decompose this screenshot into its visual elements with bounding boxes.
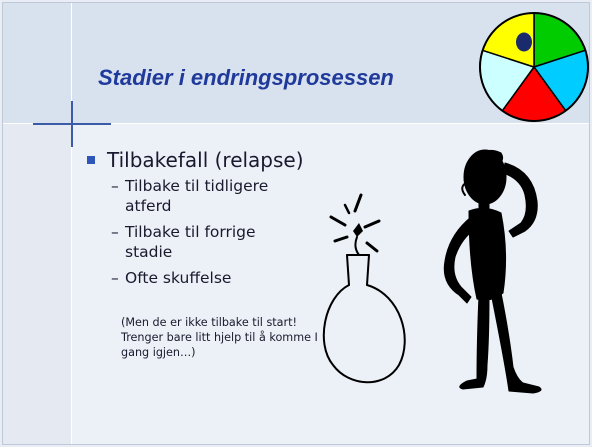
- dash-icon: –: [111, 269, 119, 287]
- note-text: (Men de er ikke tilbake til start! Treng…: [121, 316, 318, 359]
- horizontal-rule: [3, 123, 589, 124]
- cross-accent-vertical: [71, 101, 73, 147]
- sub-item: – Tilbake til forrige stadie: [111, 222, 317, 262]
- sub-item-text: Ofte skuffelse: [125, 269, 232, 287]
- bullet-square-icon: [87, 156, 95, 164]
- bullet-item: Tilbakefall (relapse): [87, 148, 317, 172]
- sub-item-text: Tilbake til forrige stadie: [125, 223, 256, 261]
- bullet-text: Tilbakefall (relapse): [107, 148, 304, 172]
- dash-icon: –: [111, 177, 119, 195]
- sub-item-text: Tilbake til tidligere atferd: [125, 177, 269, 215]
- slide-title: Stadier i endringsprosessen: [98, 65, 394, 90]
- sub-item: – Ofte skuffelse: [111, 268, 317, 288]
- vertical-rule: [71, 3, 72, 444]
- content-area: Tilbakefall (relapse) – Tilbake til tidl…: [87, 148, 317, 294]
- bomb-icon: [322, 193, 406, 384]
- sub-list: – Tilbake til tidligere atferd – Tilbake…: [111, 176, 317, 288]
- sub-item: – Tilbake til tidligere atferd: [111, 176, 317, 216]
- confused-stick-figure-icon: [443, 149, 542, 394]
- pie-wheel-icon: [479, 12, 589, 122]
- left-strip: [3, 123, 71, 444]
- dash-icon: –: [111, 223, 119, 241]
